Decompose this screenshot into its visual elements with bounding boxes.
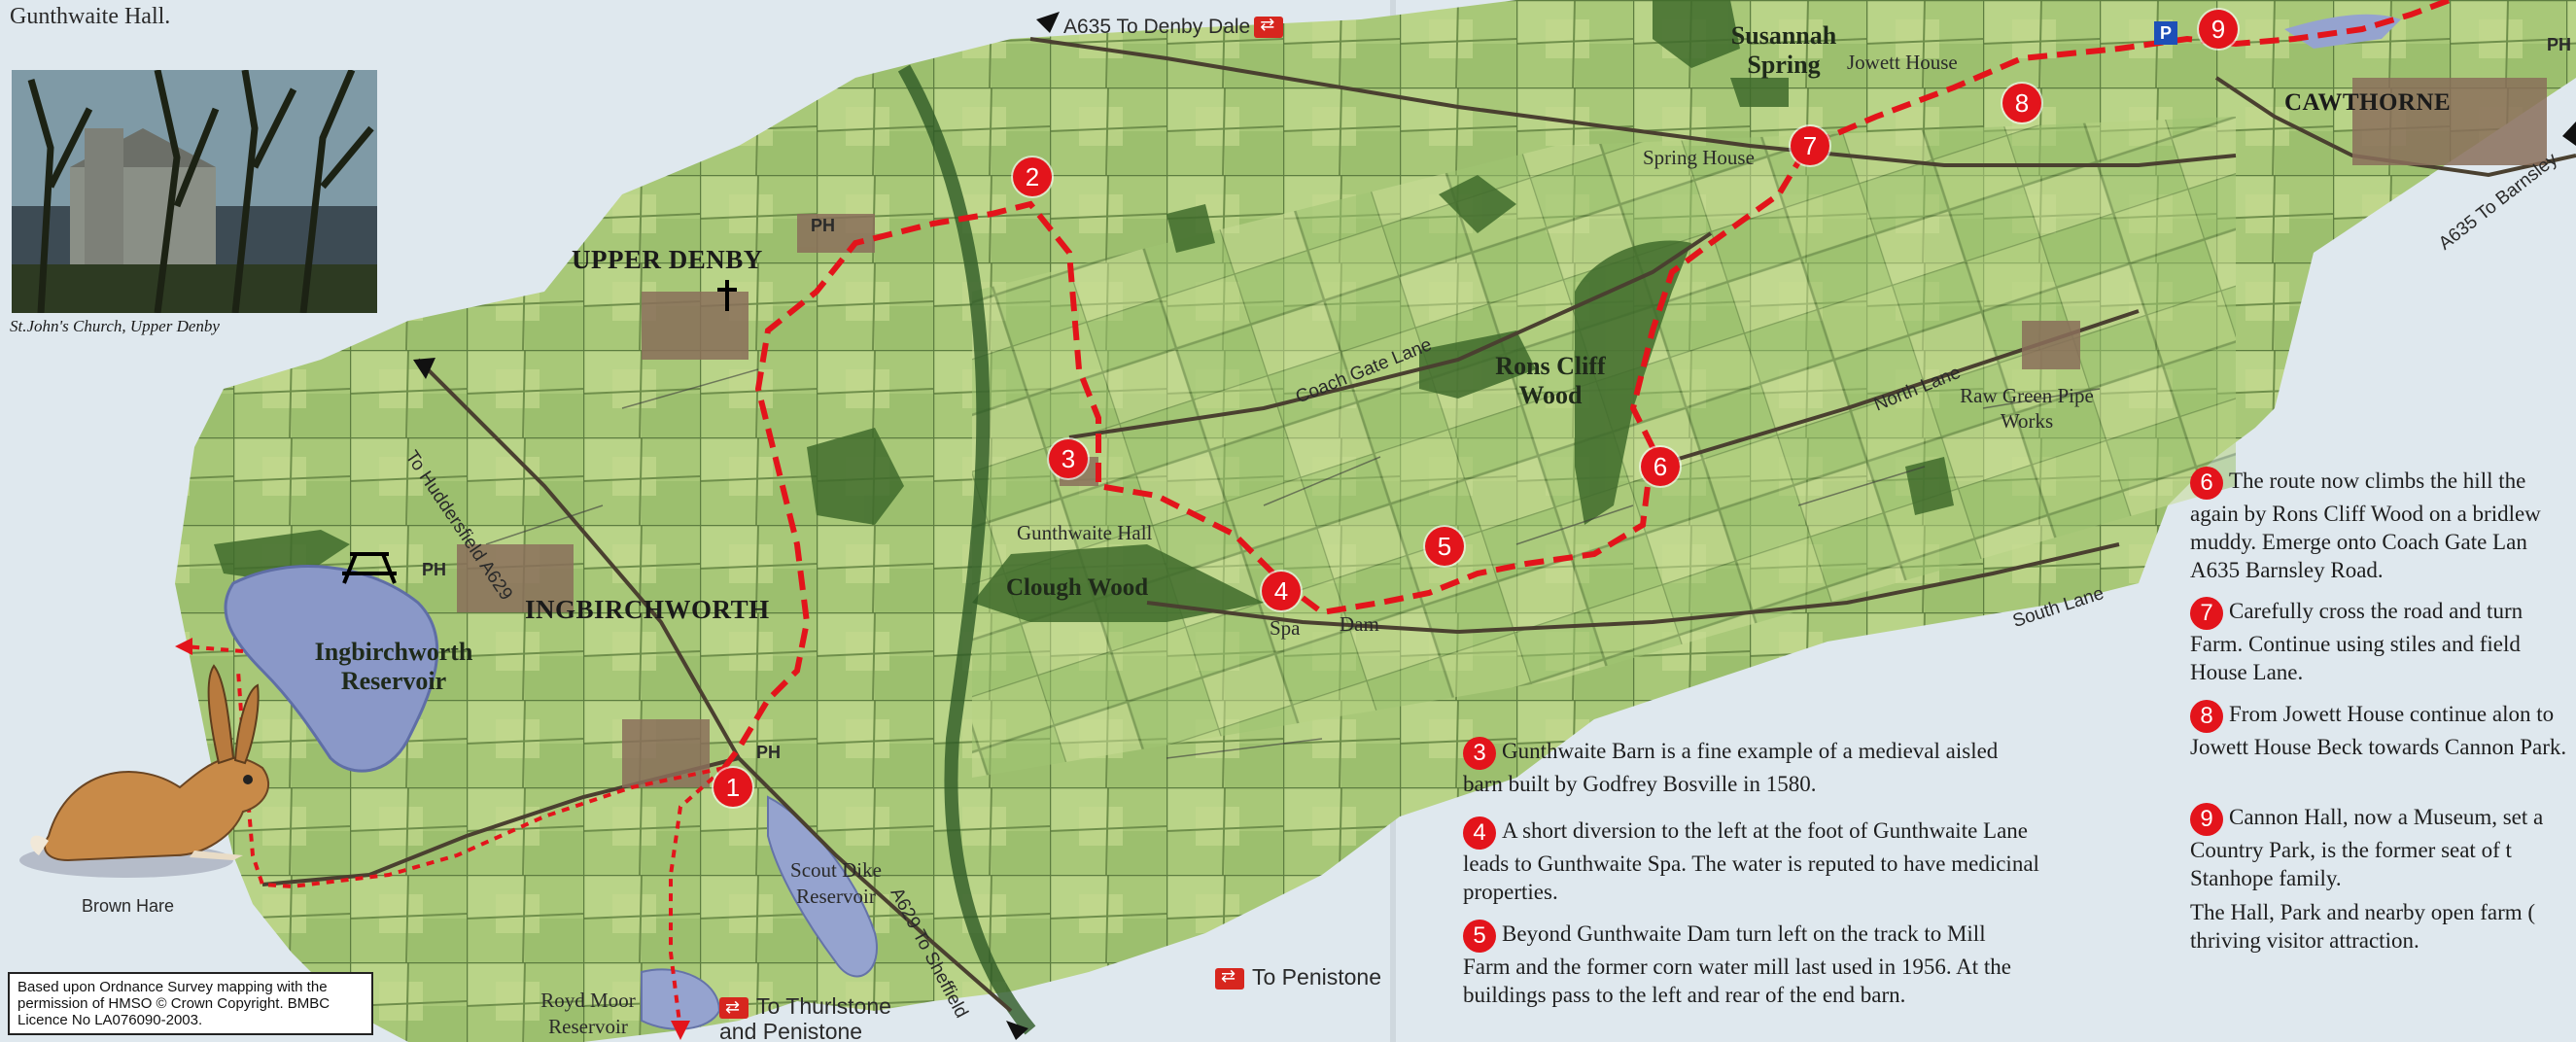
ingbirchworth-reservoir <box>224 565 439 773</box>
picnic-table-icon <box>342 552 397 584</box>
woodland <box>214 0 1954 622</box>
place-royd-moor-reservoir: Royd Moor Reservoir <box>540 989 636 1038</box>
place-spa: Spa <box>1270 616 1301 640</box>
road-label-penistone: To Penistone <box>1215 964 1381 990</box>
waypoint-8: 8 <box>2002 84 2041 122</box>
rail-icon <box>1254 15 1284 39</box>
route-arrow-west-icon <box>175 638 192 655</box>
photo-caption: St.John's Church, Upper Denby <box>10 317 220 335</box>
roads <box>261 37 2576 1013</box>
intro-text: Gunthwaite Hall. <box>10 4 171 29</box>
waypoint-7: 7 <box>1791 126 1829 165</box>
arrow-denby-dale-icon <box>1036 12 1060 33</box>
place-upper-denby: UPPER DENBY <box>572 245 763 274</box>
rail-icon <box>719 995 748 1021</box>
church-cross-icon <box>717 280 737 311</box>
pub-label-a629: PH <box>756 743 782 762</box>
hare-caption: Brown Hare <box>82 896 175 916</box>
waypoint-9: 9 <box>2199 10 2238 49</box>
road-label-thurlstone: To Thurlstone and Penistone <box>719 993 933 1042</box>
brown-hare-illustration <box>19 664 269 878</box>
arrow-huddersfield-icon <box>413 358 435 379</box>
place-rons-cliff-wood: Rons Cliff Wood <box>1495 352 1606 409</box>
place-cawthorne: CAWTHORNE <box>2284 89 2452 116</box>
waypoint-2: 2 <box>1013 157 1052 196</box>
place-jowett-house: Jowett House <box>1847 51 1958 74</box>
pub-label-upper-denby: PH <box>811 216 836 235</box>
pub-label-cawthorne: PH <box>2547 35 2572 54</box>
waypoint-3: 3 <box>1049 439 1088 478</box>
pub-label-ingbirchworth: PH <box>422 560 447 579</box>
place-dam: Dam <box>1340 612 1379 636</box>
arrow-barnsley-icon <box>2562 122 2576 146</box>
waypoint-6: 6 <box>1641 447 1680 486</box>
parking-icon: P <box>2154 21 2177 45</box>
waypoint-1: 1 <box>714 768 752 807</box>
place-spring-house: Spring House <box>1643 146 1755 169</box>
place-gunthwaite-hall: Gunthwaite Hall <box>1017 521 1153 544</box>
place-susannah-spring: Susannah Spring <box>1730 21 1837 79</box>
waypoint-4: 4 <box>1262 572 1301 610</box>
church-photo <box>12 70 377 313</box>
rail-icon <box>1215 966 1244 990</box>
place-clough-wood: Clough Wood <box>1006 574 1149 601</box>
route-note-extra: The Hall, Park and nearby open farm ( th… <box>2190 900 2536 953</box>
os-credit-box: Based upon Ordnance Survey mapping with … <box>8 972 373 1035</box>
waypoint-5: 5 <box>1425 527 1464 566</box>
route-arrow-south-icon <box>671 1021 690 1040</box>
place-raw-green-pipe-works: Raw Green Pipe Works <box>1960 384 2094 433</box>
place-scout-dike-reservoir: Scout Dike Reservoir <box>790 858 882 908</box>
place-ingbirchworth: INGBIRCHWORTH <box>525 595 770 624</box>
arrow-sheffield-icon <box>1006 1021 1028 1040</box>
road-label-denby-dale: A635 To Denby Dale <box>1063 15 1284 39</box>
place-ingbirchworth-reservoir: Ingbirchworth Reservoir <box>314 638 473 695</box>
